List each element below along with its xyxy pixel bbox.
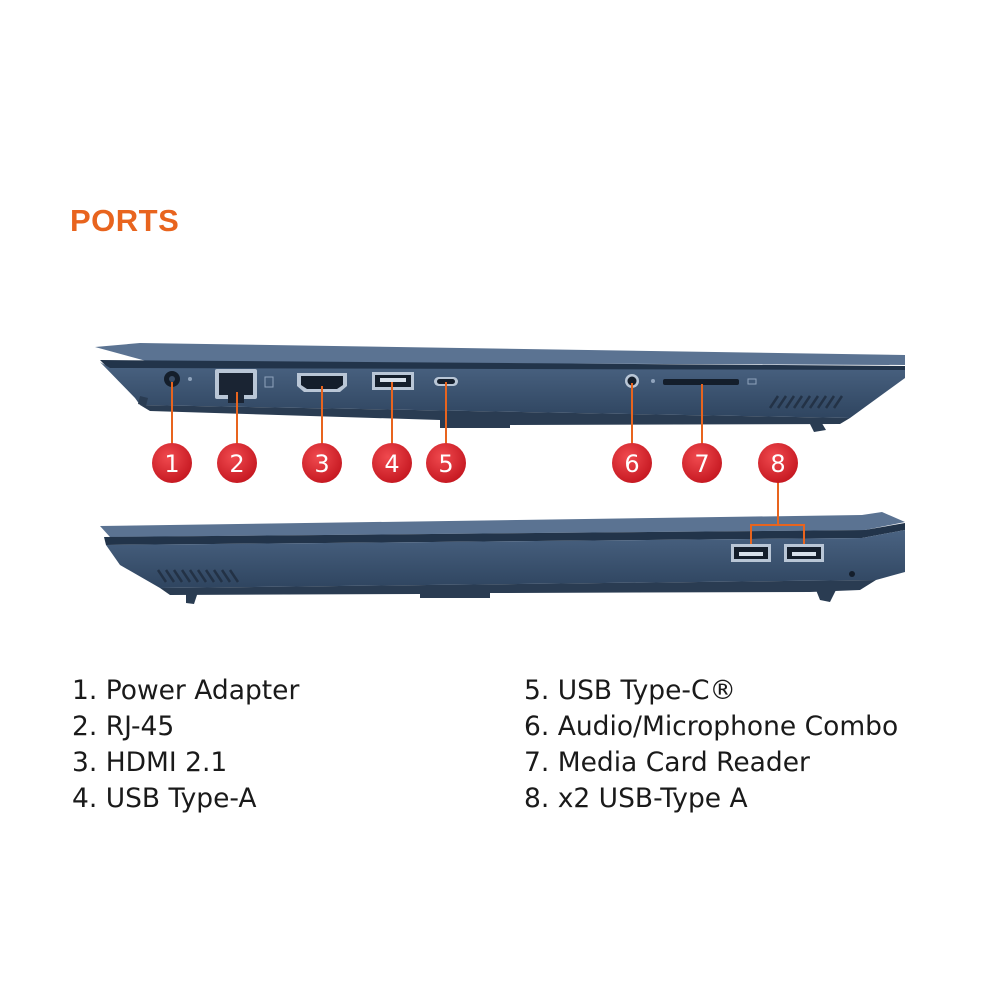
page-title: PORTS <box>70 203 180 238</box>
callout-number: 4 <box>384 450 399 478</box>
laptop-lid <box>100 512 905 537</box>
usb-a-tongue <box>380 378 406 382</box>
laptop-foot <box>808 420 826 432</box>
callout-badge-8: 8 <box>758 443 798 483</box>
callout-number: 5 <box>438 450 453 478</box>
laptop-foot-left <box>186 592 198 604</box>
laptop-bottom <box>160 580 876 598</box>
laptop-side-views: 1 2 3 4 5 6 7 <box>95 343 905 604</box>
list-item: 3. HDMI 2.1 <box>72 747 228 778</box>
list-item: 2. RJ-45 <box>72 711 175 742</box>
leader-line-8 <box>750 481 805 544</box>
laptop-lid <box>95 343 905 365</box>
callout-number: 3 <box>314 450 329 478</box>
callout-badge-2: 2 <box>217 443 257 483</box>
laptop-bottom <box>140 405 850 428</box>
laptop-foot-right <box>816 590 836 602</box>
rj45-port <box>219 373 253 395</box>
callout-badge-3: 3 <box>302 443 342 483</box>
list-item: 8. x2 USB-Type A <box>524 783 748 814</box>
usb-a-tongue-1 <box>739 552 763 556</box>
list-item: 1. Power Adapter <box>72 675 300 706</box>
callout-number: 1 <box>164 450 179 478</box>
vent-grille-right-view <box>156 569 240 583</box>
vent-grille-left-view <box>768 395 844 409</box>
power-led-icon <box>188 377 192 381</box>
callout-badge-7: 7 <box>682 443 722 483</box>
callout-number: 7 <box>694 450 709 478</box>
ports-list-right: 5. USB Type-C® 6. Audio/Microphone Combo… <box>524 673 898 817</box>
laptop-foot-left <box>138 396 148 406</box>
callout-number: 2 <box>229 450 244 478</box>
laptop-left-side-view <box>95 343 905 432</box>
leader-lines <box>171 382 805 544</box>
list-item: 5. USB Type-C® <box>524 675 736 706</box>
laptop-right-side-view <box>100 512 905 604</box>
audio-jack-port <box>627 376 637 386</box>
sd-card-icon <box>747 378 757 385</box>
list-item: 7. Media Card Reader <box>524 747 810 778</box>
callout-number: 6 <box>624 450 639 478</box>
network-icon <box>264 376 274 388</box>
card-reader-slot <box>663 379 739 385</box>
ports-list-left: 1. Power Adapter 2. RJ-45 3. HDMI 2.1 4.… <box>72 673 299 817</box>
headset-icon <box>651 379 655 383</box>
list-item: 4. USB Type-A <box>72 783 257 814</box>
callout-badges: 1 2 3 4 5 6 7 <box>152 443 798 483</box>
callout-badge-4: 4 <box>372 443 412 483</box>
list-item: 6. Audio/Microphone Combo <box>524 711 899 742</box>
power-jack-pin <box>169 376 175 382</box>
hdmi-port <box>301 376 343 389</box>
usb-c-port <box>437 379 455 384</box>
callout-badge-6: 6 <box>612 443 652 483</box>
lock-slot <box>849 571 855 577</box>
callout-badge-5: 5 <box>426 443 466 483</box>
usb-a-tongue-2 <box>792 552 816 556</box>
callout-number: 8 <box>770 450 785 478</box>
callout-badge-1: 1 <box>152 443 192 483</box>
laptop-seam <box>104 523 905 545</box>
laptop-base <box>106 530 905 588</box>
